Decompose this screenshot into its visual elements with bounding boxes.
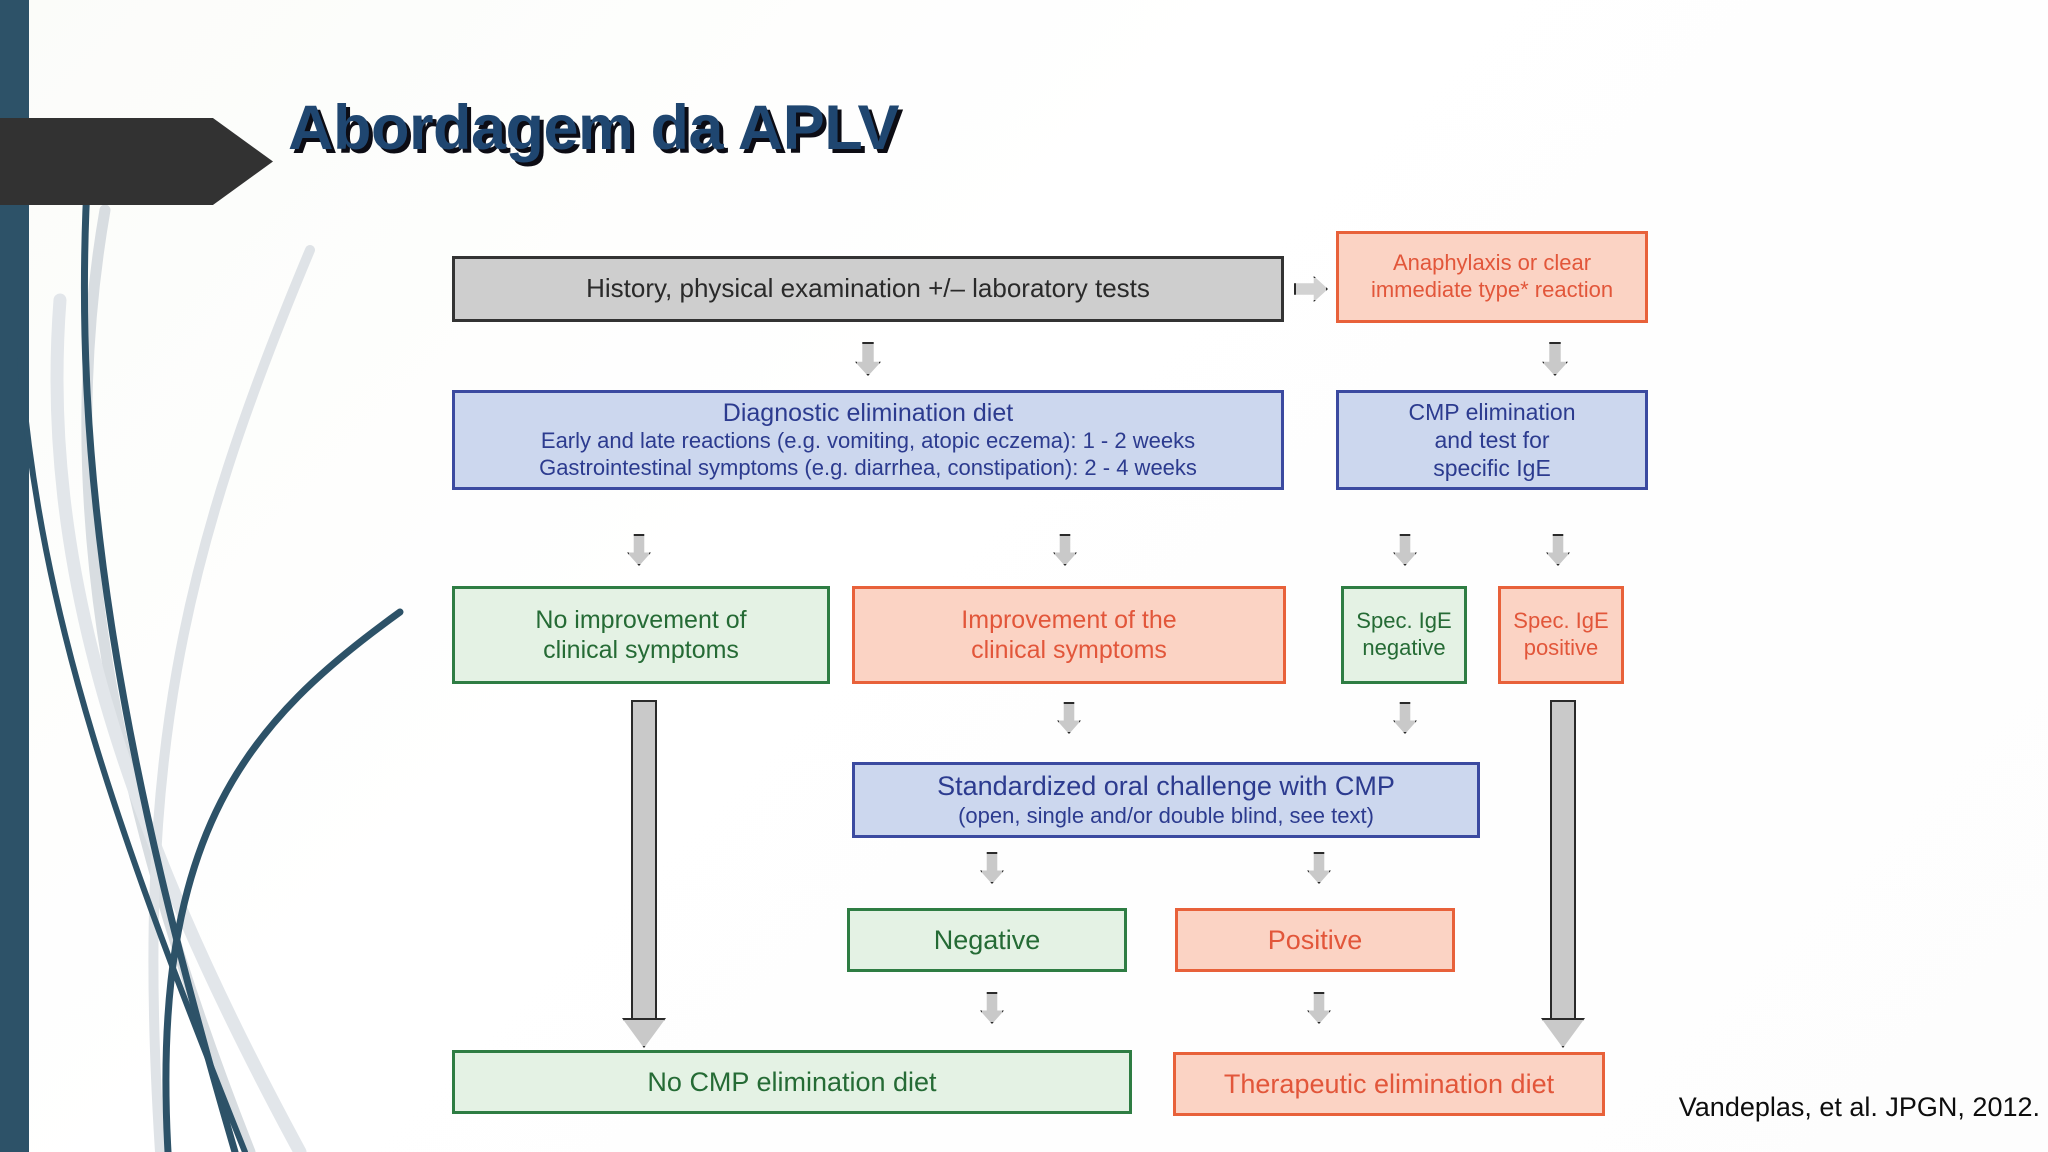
node-cmp-elimination-line2: and test for [1434, 426, 1550, 453]
node-diagnostic-diet-line3: Gastrointestinal symptoms (e.g. diarrhea… [539, 455, 1197, 481]
node-cmp-elimination-line1: CMP elimination [1408, 398, 1576, 425]
node-ige-negative-line2: negative [1362, 635, 1446, 660]
arrow-history-to-anaphylaxis [1294, 276, 1328, 302]
node-positive: Positive [1175, 908, 1455, 972]
node-diagnostic-diet-line1: Diagnostic elimination diet [722, 398, 1014, 427]
arrow-to-therapeutic-diet [1307, 992, 1331, 1024]
arrow-to-ige-positive [1546, 534, 1570, 566]
node-no-improvement-line1: No improvement of [535, 605, 747, 634]
arrow-anaphylaxis-down [1542, 342, 1568, 376]
node-ige-negative: Spec. IgE negative [1341, 586, 1467, 684]
node-oral-challenge: Standardized oral challenge with CMP (op… [852, 762, 1480, 838]
node-history: History, physical examination +/– labora… [452, 256, 1284, 322]
arrow-to-negative [980, 852, 1004, 884]
node-anaphylaxis-line1: Anaphylaxis or clear [1392, 250, 1592, 276]
arrow-to-ige-negative [1393, 534, 1417, 566]
arrow-history-down [855, 342, 881, 376]
arrow-to-positive [1307, 852, 1331, 884]
arrow-ige-negative-down [1393, 702, 1417, 734]
node-diagnostic-diet-line2: Early and late reactions (e.g. vomiting,… [540, 428, 1196, 454]
node-history-label: History, physical examination +/– labora… [586, 273, 1150, 304]
node-therapeutic-diet-label: Therapeutic elimination diet [1223, 1068, 1555, 1099]
node-no-improvement: No improvement of clinical symptoms [452, 586, 830, 684]
node-anaphylaxis: Anaphylaxis or clear immediate type* rea… [1336, 231, 1648, 323]
node-oral-challenge-line2: (open, single and/or double blind, see t… [958, 803, 1374, 829]
arrow-long-left-shaft [631, 700, 657, 1020]
page-title: Abordagem da APLV [288, 93, 900, 163]
arrow-long-right-tip [1541, 1018, 1585, 1048]
node-diagnostic-diet: Diagnostic elimination diet Early and la… [452, 390, 1284, 490]
node-therapeutic-diet: Therapeutic elimination diet [1173, 1052, 1605, 1116]
node-anaphylaxis-line2: immediate type* reaction [1370, 277, 1614, 302]
node-ige-negative-line1: Spec. IgE [1356, 608, 1452, 634]
arrow-to-no-cmp-diet [980, 992, 1004, 1024]
node-ige-positive: Spec. IgE positive [1498, 586, 1624, 684]
arrow-to-oral-challenge [1057, 702, 1081, 734]
node-no-cmp-diet-label: No CMP elimination diet [647, 1066, 937, 1097]
node-improvement-line1: Improvement of the [961, 605, 1177, 634]
arrow-to-improvement [1053, 534, 1077, 566]
title-banner-shape [0, 118, 273, 205]
node-ige-positive-line1: Spec. IgE [1513, 608, 1609, 634]
node-cmp-elimination: CMP elimination and test for specific Ig… [1336, 390, 1648, 490]
node-negative: Negative [847, 908, 1127, 972]
node-oral-challenge-line1: Standardized oral challenge with CMP [937, 771, 1395, 802]
arrow-long-left-tip [622, 1018, 666, 1048]
arrow-to-no-improvement [627, 534, 651, 566]
source-citation: Vandeplas, et al. JPGN, 2012. [1678, 1092, 2040, 1122]
node-improvement-line2: clinical symptoms [971, 636, 1167, 664]
node-improvement: Improvement of the clinical symptoms [852, 586, 1286, 684]
node-no-cmp-diet: No CMP elimination diet [452, 1050, 1132, 1114]
node-no-improvement-line2: clinical symptoms [543, 636, 739, 664]
node-positive-label: Positive [1267, 924, 1363, 955]
node-cmp-elimination-line3: specific IgE [1433, 455, 1551, 482]
node-ige-positive-line2: positive [1523, 635, 1599, 660]
arrow-long-right-shaft [1550, 700, 1576, 1020]
node-negative-label: Negative [933, 924, 1041, 955]
